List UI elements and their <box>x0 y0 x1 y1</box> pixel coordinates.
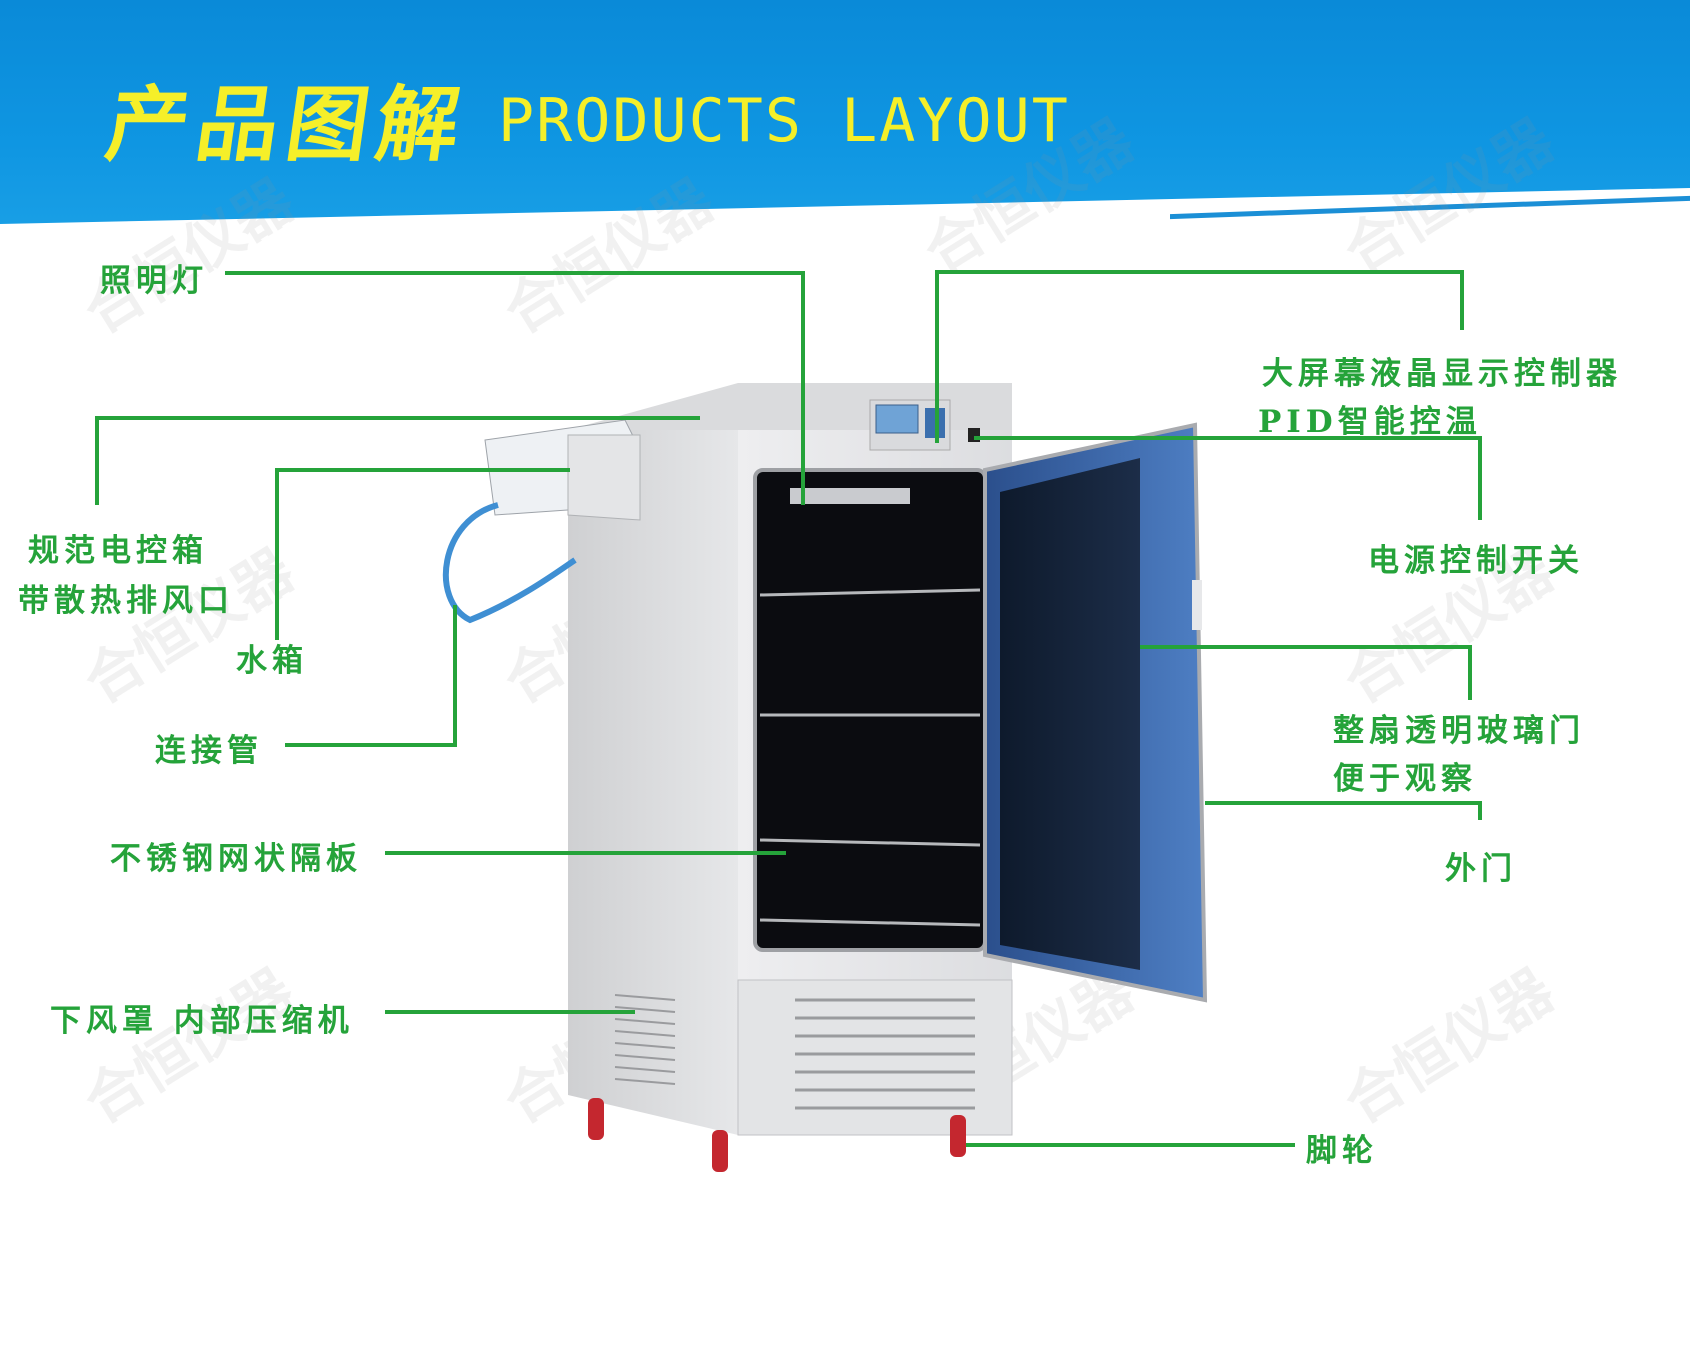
casters <box>588 1098 966 1172</box>
label-controller: 大屏幕液晶显示控制器 <box>1262 356 1622 392</box>
label-connect-pipe: 连接管 <box>155 733 263 769</box>
chamber-interior <box>753 468 987 952</box>
lamp <box>790 488 910 504</box>
label-electric-box-vent: 带散热排风口 <box>18 583 234 619</box>
label-electric-box: 规范电控箱 <box>28 533 208 569</box>
label-lighting: 照明灯 <box>100 263 208 299</box>
label-power-switch: 电源控制开关 <box>1368 543 1584 579</box>
label-shelf: 不锈钢网状隔板 <box>110 841 362 877</box>
cabinet-side <box>568 430 738 1135</box>
label-glass-door: 整扇透明玻璃门 <box>1333 713 1585 749</box>
label-pid-control: PID智能控温 <box>1258 404 1482 440</box>
label-water-tank: 水箱 <box>236 643 308 679</box>
label-outer-door: 外门 <box>1445 851 1517 887</box>
tank-bracket <box>567 434 641 521</box>
leader-lines <box>95 270 1482 1147</box>
lower-cover <box>737 979 1013 1136</box>
page-title-en: PRODUCTS LAYOUT <box>498 86 1070 156</box>
connect-pipe <box>442 502 577 624</box>
glass-door <box>1000 458 1140 970</box>
side-vents <box>614 994 676 1085</box>
label-lower-cover: 下风罩 内部压缩机 <box>50 1003 354 1039</box>
shelves <box>759 588 981 927</box>
label-casters: 脚轮 <box>1306 1133 1378 1169</box>
front-vents <box>795 998 975 1110</box>
label-glass-door-observe: 便于观察 <box>1333 761 1477 797</box>
header-banner <box>0 0 1690 224</box>
lcd-screen <box>875 404 919 434</box>
door-handle <box>1192 580 1202 630</box>
